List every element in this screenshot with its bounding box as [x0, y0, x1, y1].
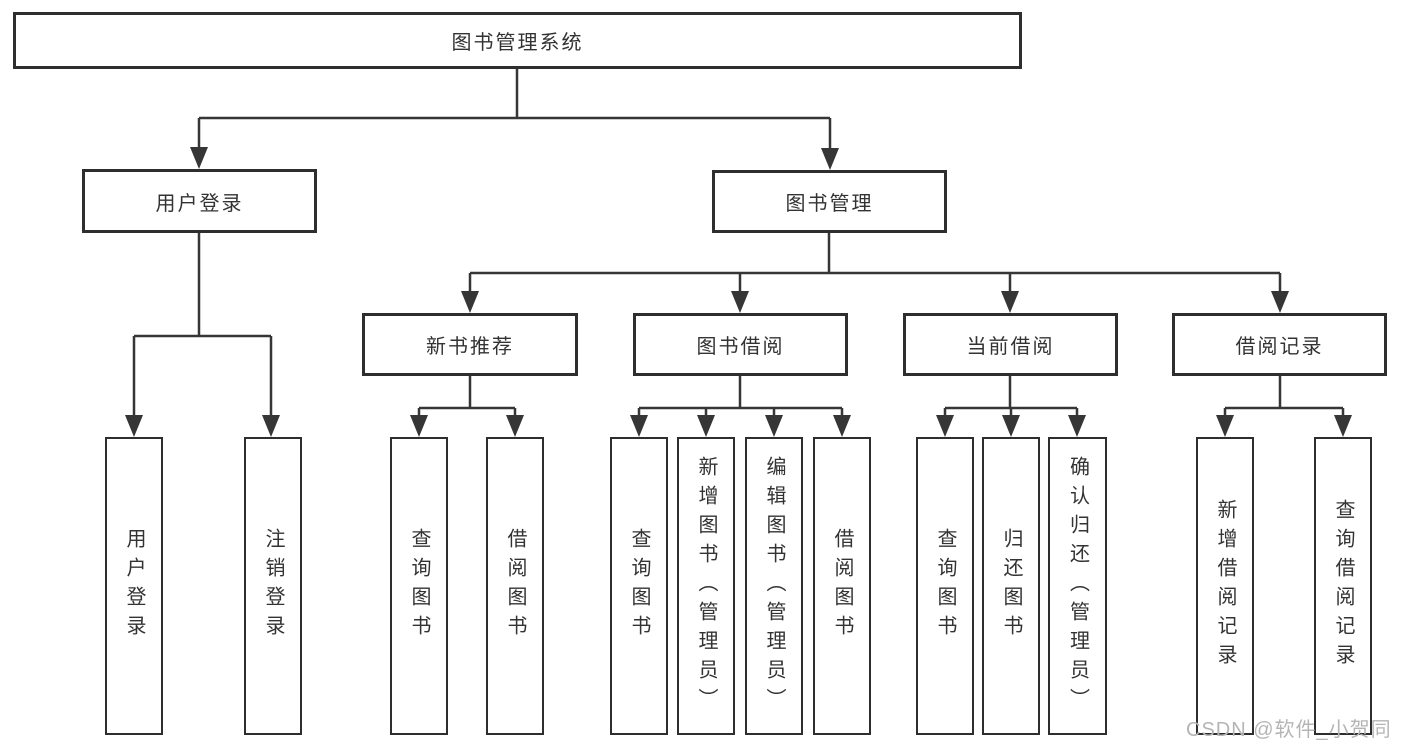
arrowhead-icon	[461, 291, 1289, 313]
node-new-book-recommend: 新书推荐	[362, 313, 578, 376]
leaf-query-books-recommend: 查询图书	[390, 437, 448, 735]
csdn-watermark: CSDN @软件_小贺同学	[1186, 719, 1392, 741]
arrowhead-icon	[125, 415, 280, 437]
node-current-borrow: 当前借阅	[903, 313, 1118, 376]
node-label: 确认归还（管理员）	[1066, 455, 1089, 717]
node-label: 新书推荐	[426, 336, 514, 358]
leaf-user-login: 用户登录	[105, 437, 163, 735]
node-label: 借阅图书	[831, 528, 853, 644]
node-label: 图书管理	[785, 193, 874, 215]
node-label: 图书借阅	[696, 336, 785, 358]
arrowhead-icon	[410, 415, 524, 437]
arrowhead-icon	[936, 415, 1086, 437]
connector-current-borrow-to-leaves	[936, 376, 1086, 437]
leaf-confirm-return-admin: 确认归还（管理员）	[1048, 437, 1107, 735]
node-label: 新增图书（管理员）	[695, 455, 717, 717]
leaf-edit-books-admin: 编辑图书（管理员）	[745, 437, 803, 735]
node-label: 查询图书	[628, 528, 650, 644]
leaf-return-books: 归还图书	[982, 437, 1040, 735]
node-label: 图书管理系统	[451, 32, 584, 54]
node-book-management: 图书管理	[712, 170, 947, 233]
connector-line	[1223, 376, 1345, 418]
connector-line	[197, 69, 832, 151]
arrowhead-icon	[1216, 415, 1352, 437]
node-label: 当前借阅	[966, 336, 1055, 358]
node-label: 注销登录	[262, 528, 284, 644]
node-user-login: 用户登录	[82, 169, 317, 233]
connector-book-borrow-to-leaves	[630, 376, 851, 437]
arrowhead-icon	[190, 147, 839, 170]
node-label: 归还图书	[1000, 528, 1022, 644]
connector-book-management-to-level3	[461, 233, 1289, 313]
arrowhead-icon	[630, 415, 851, 437]
leaf-query-books-current: 查询图书	[916, 437, 974, 735]
node-label: 查询图书	[408, 528, 430, 644]
node-label: 查询图书	[934, 528, 956, 644]
connector-line	[637, 376, 844, 418]
node-label: 用户登录	[123, 528, 145, 644]
leaf-borrow-books-borrow: 借阅图书	[813, 437, 871, 735]
node-label: 借阅记录	[1235, 336, 1324, 358]
node-label: 编辑图书（管理员）	[763, 455, 785, 717]
connector-line	[417, 376, 517, 418]
node-borrow-records: 借阅记录	[1172, 313, 1387, 376]
connector-root-to-level2	[190, 69, 839, 170]
connector-borrow-records-to-leaves	[1216, 376, 1352, 437]
leaf-logout-login: 注销登录	[244, 437, 302, 735]
node-label: 借阅图书	[504, 528, 526, 644]
node-label: 新增借阅记录	[1214, 499, 1236, 673]
leaf-borrow-books-recommend: 借阅图书	[486, 437, 544, 735]
connector-line	[132, 233, 273, 418]
connector-line	[468, 233, 1282, 294]
node-label: 用户登录	[155, 192, 244, 215]
leaf-add-borrow-record: 新增借阅记录	[1196, 437, 1254, 735]
node-label: 查询借阅记录	[1332, 499, 1354, 673]
connector-user-login-to-leaves	[125, 233, 280, 437]
node-root-library-system: 图书管理系统	[13, 12, 1022, 69]
connector-new-book-to-leaves	[410, 376, 524, 437]
leaf-add-books-admin: 新增图书（管理员）	[677, 437, 735, 735]
leaf-query-books-borrow: 查询图书	[610, 437, 668, 735]
leaf-query-borrow-record: 查询借阅记录	[1314, 437, 1372, 735]
node-book-borrow: 图书借阅	[633, 313, 848, 376]
connector-line	[943, 376, 1079, 418]
